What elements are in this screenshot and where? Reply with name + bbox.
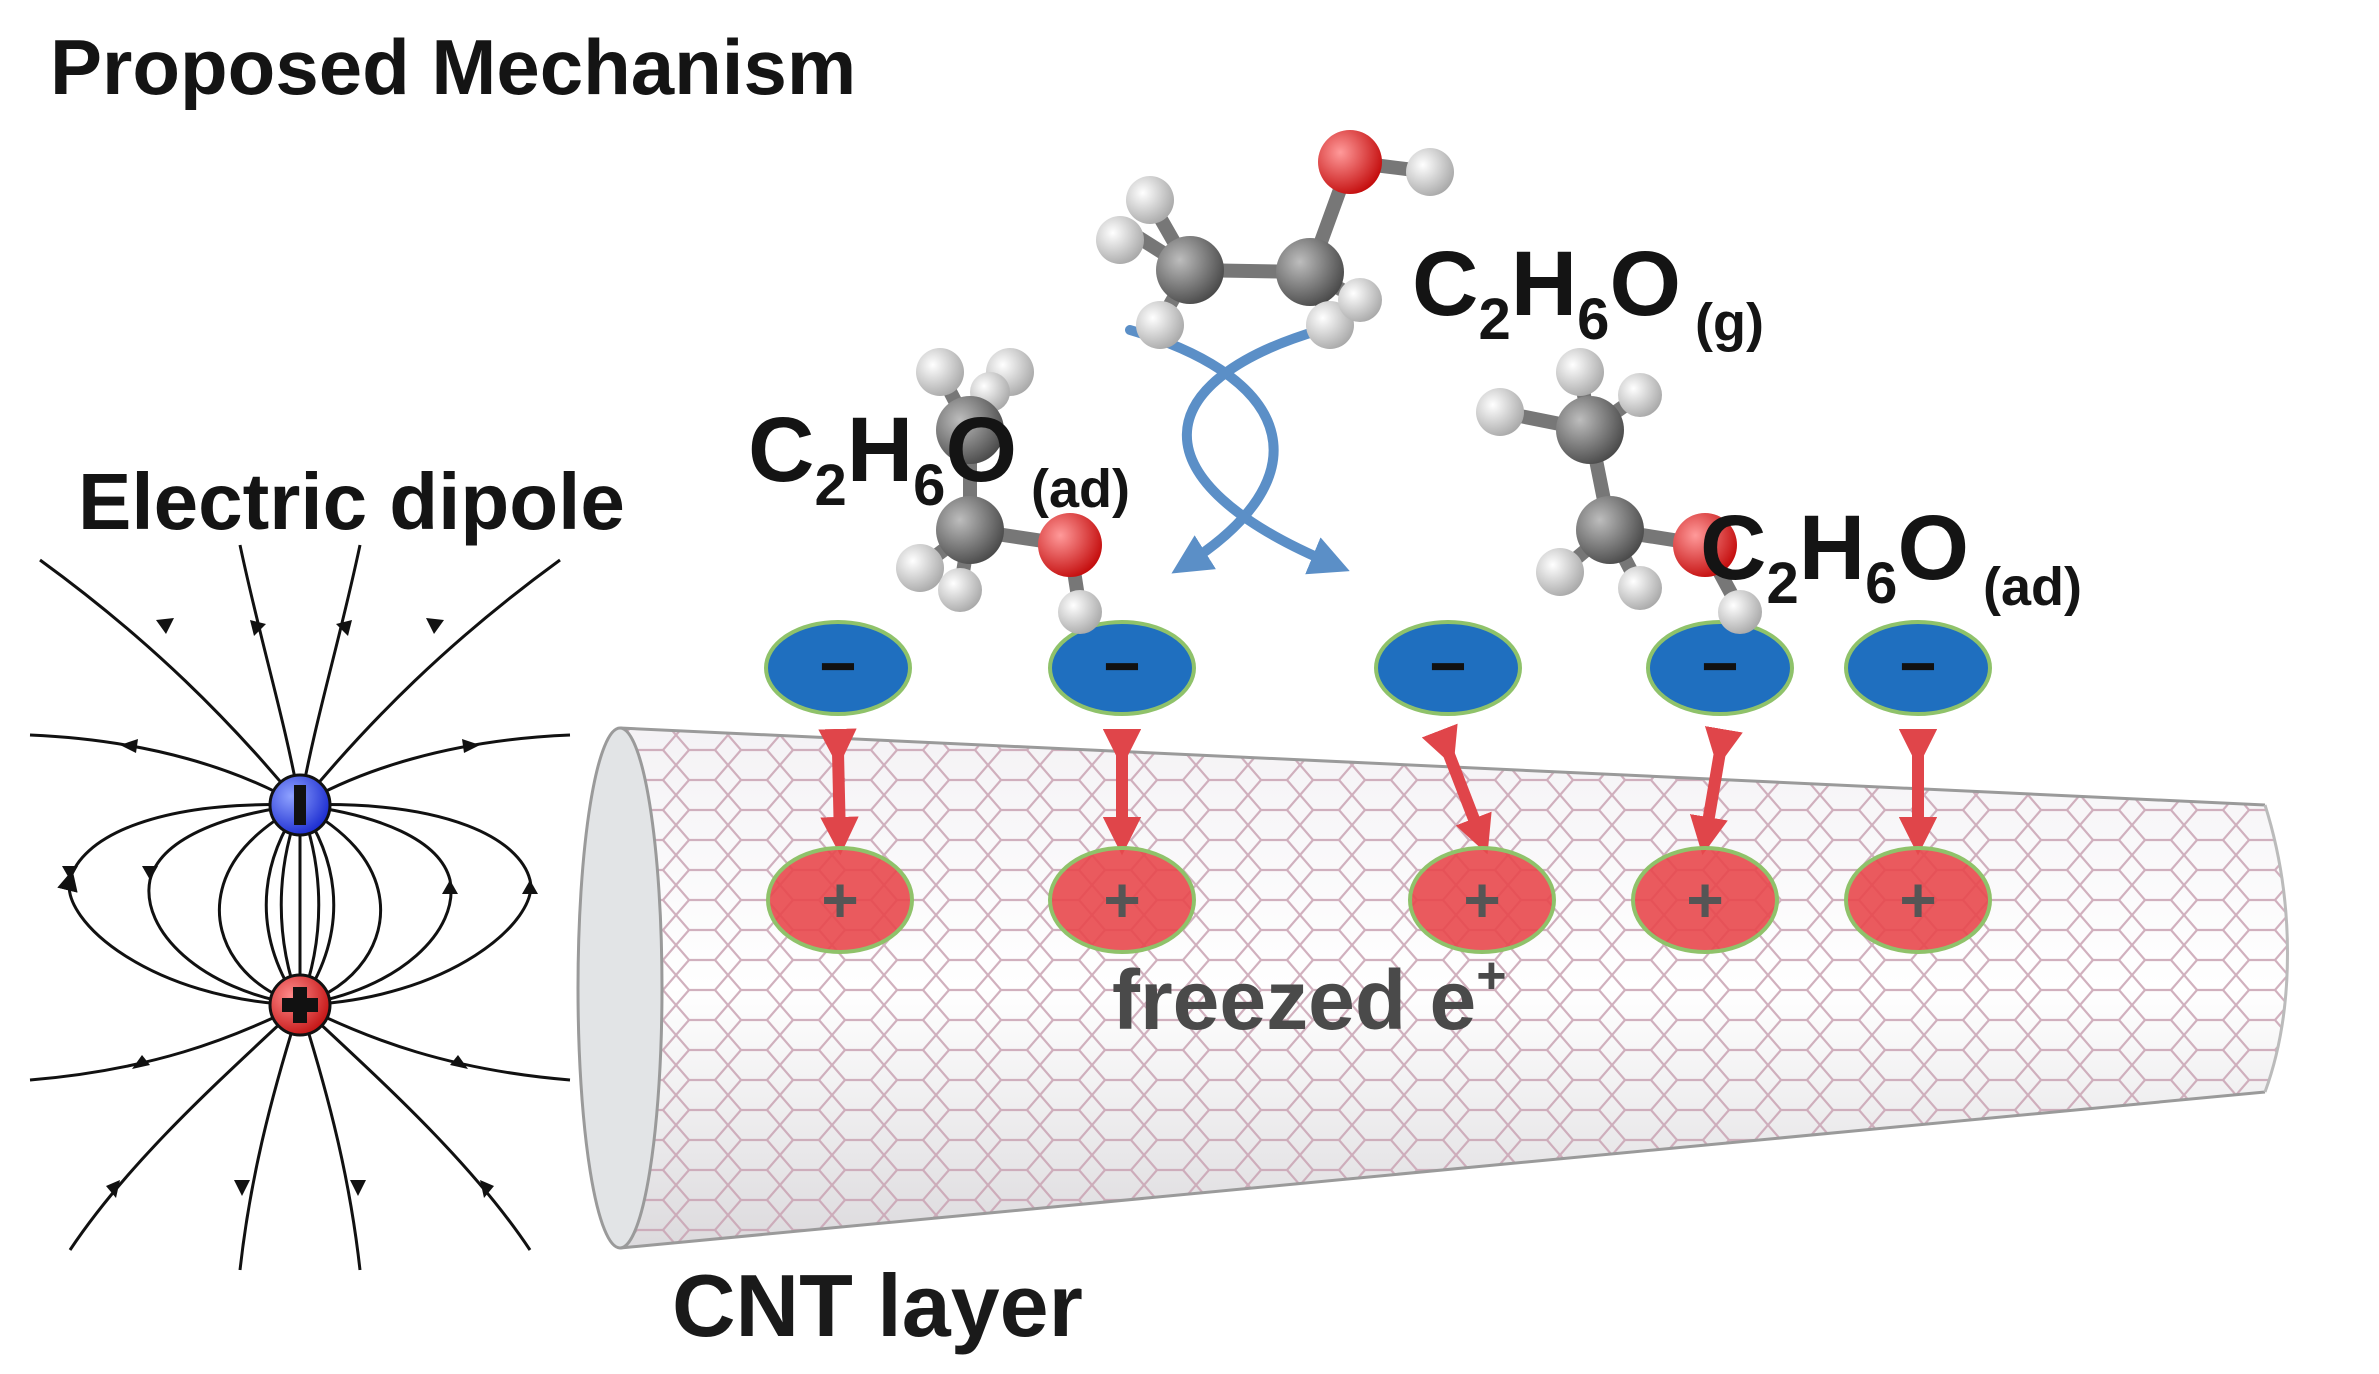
formula-h: H (1798, 497, 1866, 599)
formula-adsorbed-left: C2H6O(ad) (748, 404, 1130, 516)
dipole-field-lines-icon (29, 544, 571, 1271)
positive-charge-symbol: + (1463, 864, 1500, 936)
formula-c: C (748, 399, 815, 501)
negative-charge (1374, 620, 1522, 716)
freezed-superscript: + (1476, 947, 1507, 1005)
charge-pairs: −+−+−+−+−+ (764, 620, 1992, 954)
dipole-field-arrowheads (62, 618, 538, 1198)
negative-charge-symbol: − (1103, 630, 1140, 702)
positive-charge-symbol: + (1103, 864, 1140, 936)
positive-charge (766, 846, 914, 954)
formula-c-sub: 2 (1478, 287, 1511, 352)
charge-pair: −+ (1374, 620, 1556, 954)
dipole-negative-charge (268, 773, 332, 837)
positive-charge-symbol: + (821, 864, 858, 936)
freezed-electron-label: freezed e+ (1112, 950, 1507, 1042)
positive-charge (1408, 846, 1556, 954)
negative-charge-symbol: − (1429, 630, 1466, 702)
exchange-arrows-icon (1125, 325, 1350, 575)
charge-pair: −+ (1048, 620, 1196, 954)
formula-c-sub: 2 (814, 453, 847, 518)
formula-o: O (1897, 497, 1969, 599)
negative-charge (764, 620, 912, 716)
formula-h: H (1510, 233, 1578, 335)
formula-state: (g) (1695, 293, 1764, 353)
formula-adsorbed-right: C2H6O(ad) (1700, 502, 2082, 614)
positive-charge (1631, 846, 1779, 954)
formula-state: (ad) (1983, 557, 2082, 617)
formula-c: C (1412, 233, 1479, 335)
carbon-nanotube-icon (576, 726, 2289, 1250)
formula-h-sub: 6 (1865, 551, 1898, 616)
negative-charge-symbol: − (1701, 630, 1738, 702)
formula-h-sub: 6 (913, 453, 946, 518)
ethanol-molecule-icon (1096, 130, 1454, 349)
negative-charge (1048, 620, 1196, 716)
dipole-bond-arrow (818, 728, 859, 856)
formula-state: (ad) (1031, 459, 1130, 519)
negative-charge (1646, 620, 1794, 716)
charge-pair: −+ (1844, 620, 1992, 954)
dipole-bond-arrow (1689, 726, 1743, 856)
formula-h: H (846, 399, 914, 501)
negative-charge-symbol: − (1899, 630, 1936, 702)
negative-charge (1844, 620, 1992, 716)
formula-c: C (1700, 497, 1767, 599)
ethanol-molecule-icon (1476, 348, 1762, 634)
formula-o: O (945, 399, 1017, 501)
cnt-layer-label: CNT layer (672, 1256, 1083, 1355)
negative-charge-symbol: − (819, 630, 856, 702)
freezed-text: freezed e (1112, 953, 1477, 1047)
formula-c-sub: 2 (1766, 551, 1799, 616)
formula-o: O (1609, 233, 1681, 335)
formula-h-sub: 6 (1577, 287, 1610, 352)
dipole-label: Electric dipole (78, 457, 625, 546)
dipole-positive-charge (268, 973, 332, 1037)
positive-charge-symbol: + (1899, 864, 1936, 936)
ethanol-molecule-icon (896, 348, 1102, 634)
positive-charge (1844, 846, 1992, 954)
positive-charge-symbol: + (1686, 864, 1723, 936)
formula-gas: C2H6O(g) (1412, 238, 1764, 350)
charge-pair: −+ (1631, 620, 1794, 954)
positive-charge (1048, 846, 1196, 954)
page-title: Proposed Mechanism (50, 23, 857, 111)
charge-pair: −+ (764, 620, 914, 954)
dipole-bond-arrow (1421, 723, 1492, 855)
